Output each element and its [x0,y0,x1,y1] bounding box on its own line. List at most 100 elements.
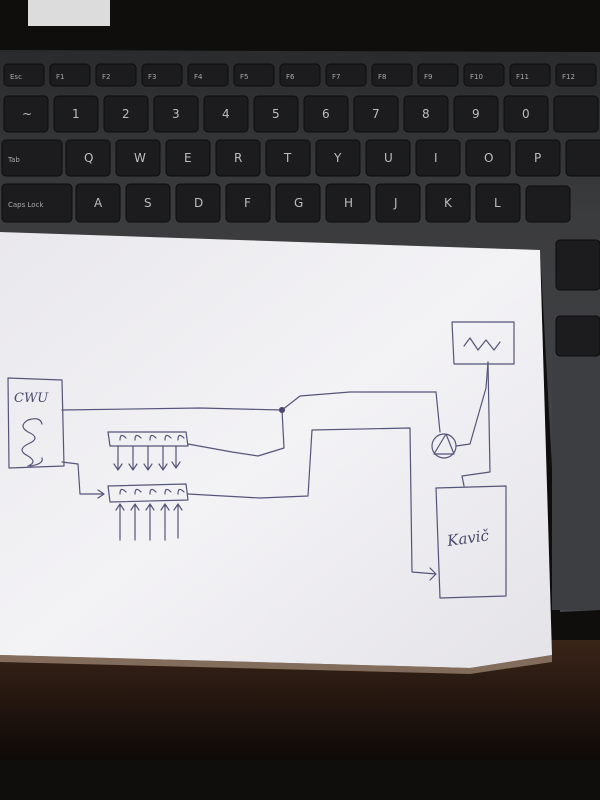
key-letter [525,185,571,223]
key-label: Esc [10,73,22,81]
key-number: 8 [403,95,449,133]
white-note [28,0,110,26]
key-label: Caps Lock [8,201,44,209]
key-number [553,95,599,133]
key-number: 5 [253,95,299,133]
key-label: P [534,151,541,165]
heat-wave [463,337,501,351]
key-side [555,239,600,291]
manifold-2 [107,483,189,503]
key-label: U [384,151,393,165]
key-label: I [434,151,438,165]
cwu-box [7,377,65,469]
key-label: Y [333,151,342,165]
key-fn: F9 [417,63,459,87]
key-label: Q [84,151,93,165]
key-label: 2 [122,107,130,121]
key-label: 3 [172,107,180,121]
key-fn: F5 [233,63,275,87]
key-letter: R [215,139,261,177]
key-fn: F4 [187,63,229,87]
manifold-1 [107,431,189,447]
key-label: T [283,151,292,165]
key-label: ~ [22,107,32,121]
key-letter: Caps Lock [1,183,73,223]
key-label: 9 [472,107,480,121]
key-letter: D [175,183,221,223]
key-number: 4 [203,95,249,133]
key-letter: Y [315,139,361,177]
key-fn: Esc [3,63,45,87]
key-letter: I [415,139,461,177]
key-label: S [144,196,152,210]
manifold-1-arrows [113,445,181,471]
key-label: 6 [322,107,330,121]
manifold-2-arrows [115,503,183,541]
key-label: J [393,196,398,210]
key-letter: E [165,139,211,177]
pipe-top [61,407,283,411]
key-letter: G [275,183,321,223]
key-label: A [94,196,103,210]
key-label: 4 [222,107,230,121]
key-fn: F1 [49,63,91,87]
key-label: L [494,196,501,210]
key-fn: F8 [371,63,413,87]
boiler-box [451,321,515,365]
key-letter: S [125,183,171,223]
key-fn: F2 [95,63,137,87]
key-letter: F [225,183,271,223]
key-letter [565,139,600,177]
key-number: 6 [303,95,349,133]
key-label: G [294,196,303,210]
manifold-2-loops [119,488,185,495]
key-label: R [234,151,242,165]
key-letter: T [265,139,311,177]
key-number: 3 [153,95,199,133]
coil-symbol [21,418,43,467]
key-fn: F3 [141,63,183,87]
key-label: F7 [332,73,340,81]
key-number: 9 [453,95,499,133]
paper-shadow-edge [0,655,552,674]
key-letter: Q [65,139,111,177]
key-fn: F11 [509,63,551,87]
key-letter: U [365,139,411,177]
key-label: Tab [7,156,20,164]
key-label: D [194,196,203,210]
key-label: F8 [378,73,386,81]
key-label: 7 [372,107,380,121]
tank-box [435,485,507,599]
key-letter: W [115,139,161,177]
touchpad-edge [552,330,600,610]
key-label: 0 [522,107,530,121]
key-label: F3 [148,73,156,81]
key-label: K [444,196,453,210]
key-letter: O [465,139,511,177]
key-number: 7 [353,95,399,133]
key-label: F5 [240,73,248,81]
key-label: H [344,196,353,210]
key-label: F6 [286,73,295,81]
key-fn: F12 [555,63,597,87]
key-label: 8 [422,107,430,121]
key-number: 0 [503,95,549,133]
key-label: F2 [102,73,110,81]
pipe-manifold-2-right [187,427,437,581]
cwu-label: CWU [14,391,49,406]
tank-label: Kavič [445,526,491,550]
key-letter: H [325,183,371,223]
key-fn: F7 [325,63,367,87]
key-letter: Tab [1,139,63,177]
key-label: F4 [194,73,203,81]
key-letter: P [515,139,561,177]
key-letter: K [425,183,471,223]
key-label: F12 [562,73,575,81]
key-number: 2 [103,95,149,133]
pipe-cwu-return [61,461,105,499]
manifold-1-loops [119,434,185,441]
key-label: F9 [424,73,432,81]
key-fn: F6 [279,63,321,87]
